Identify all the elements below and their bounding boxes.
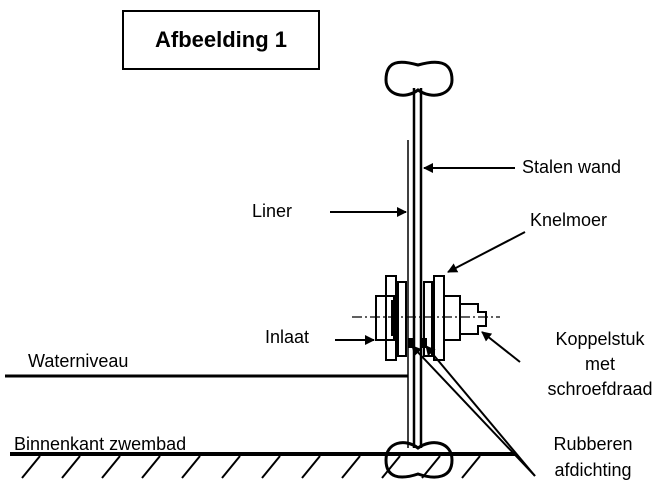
figure-title: Afbeelding 1 bbox=[122, 10, 320, 70]
arrow-koppelstuk bbox=[481, 331, 521, 363]
seal-right bbox=[422, 338, 427, 348]
label-inlaat: Inlaat bbox=[265, 327, 310, 347]
label-binnenkant-zwembad: Binnenkant zwembad bbox=[14, 434, 187, 454]
label-stalen-wand: Stalen wand bbox=[522, 157, 622, 177]
arrow-knelmoer bbox=[447, 231, 526, 273]
wall-top-profile bbox=[384, 60, 454, 97]
seal-left bbox=[408, 338, 413, 348]
label-rubberen-afdichting: Rubberen afdichting bbox=[553, 434, 633, 480]
knelmoer-nut bbox=[423, 275, 487, 361]
floor-hatching bbox=[21, 455, 481, 479]
wall-bottom-profile bbox=[384, 441, 454, 479]
arrow-rubberen-2 bbox=[425, 345, 536, 477]
label-waterniveau: Waterniveau bbox=[28, 351, 129, 371]
label-koppelstuk: Koppelstuk met schroefdraad bbox=[547, 329, 653, 399]
label-knelmoer: Knelmoer bbox=[530, 210, 608, 230]
arrow-rubberen-1 bbox=[411, 345, 536, 477]
label-liner: Liner bbox=[252, 201, 293, 221]
inlet-fitting bbox=[375, 275, 407, 361]
